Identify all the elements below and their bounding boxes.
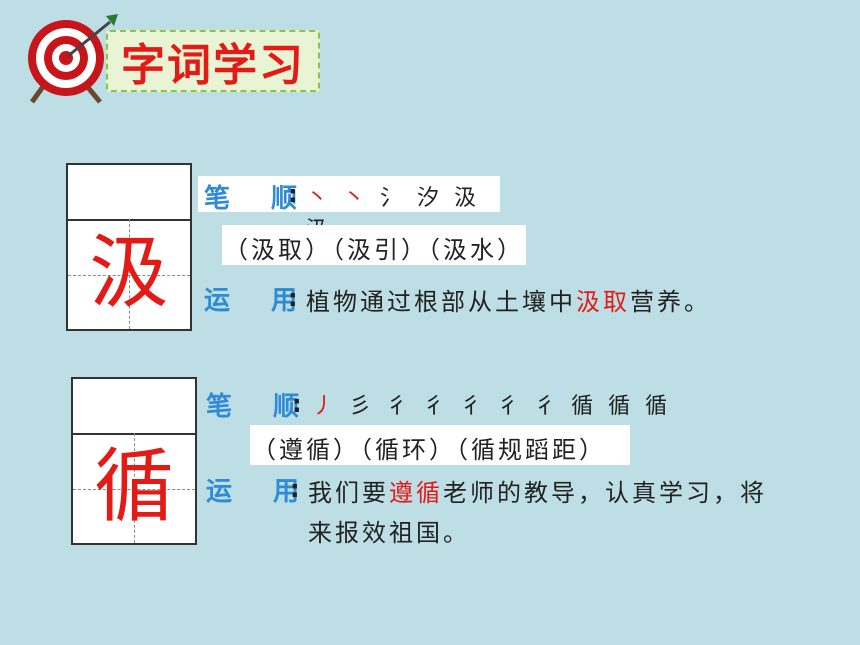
words-box-1: （汲取）（汲引）（汲水） [222,225,526,265]
page-title: 字词学习 [121,40,305,91]
stroke-label-2: 笔 顺 [206,392,316,422]
usage-sentence-2: 我们要遵循老师的教导，认真学习，将 [308,479,767,507]
title-banner: 字词学习 [106,30,320,92]
colon: : [292,390,302,418]
words-1: （汲取）（汲引）（汲水） [224,236,524,264]
usage-sentence-2-line2: 来报效祖国。 [308,519,470,547]
colon: : [288,284,298,312]
usage-row-1: 运 用 : 植物通过根部从土壤中汲取营养。 [204,280,844,316]
usage-label-2: 运 用 [206,477,316,507]
words-box-2: （遵循）（循环）（循规蹈距） [250,425,630,465]
usage-label-1: 运 用 [204,286,314,316]
words-2: （遵循）（循环）（循规蹈距） [252,436,606,464]
character-1: 汲 [89,226,169,319]
usage-row-2: 运 用 : 我们要遵循老师的教导，认真学习，将 来报效祖国。 [206,471,856,551]
usage-sentence-1: 植物通过根部从土壤中汲取营养。 [306,288,711,316]
character-grid-1: 汲 [66,163,192,331]
stroke-order-row-2: 笔 顺 : 丿 彡 彳 彳 彳 彳 彳 循 循 循 [206,386,706,422]
stroke-order-row-1: 笔 顺 : 丶 丶 氵 汐 汲 汲 [198,176,500,243]
stroke-sequence-2: 丿 彡 彳 彳 彳 彳 彳 循 循 循 [312,394,672,419]
stroke-sequence-1: 丶 丶 氵 汐 汲 汲 [306,186,481,243]
colon: : [290,475,300,503]
target-icon [22,12,122,104]
character-2: 循 [94,440,174,533]
stroke-label-1: 笔 顺 [204,184,314,214]
colon: : [288,180,298,208]
character-grid-2: 循 [71,377,197,545]
